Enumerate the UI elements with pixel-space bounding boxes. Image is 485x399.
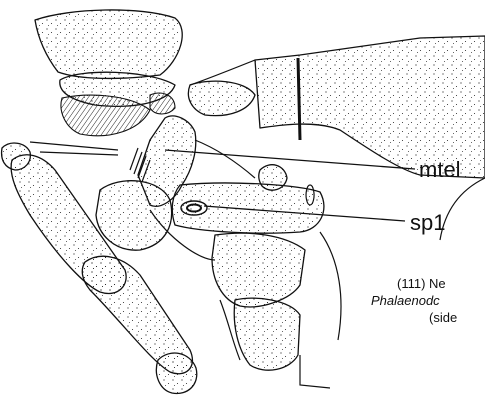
right-outline-lower (320, 232, 341, 340)
thorax-outline-right (440, 178, 485, 240)
notum-suture (298, 58, 300, 140)
membrane-fold-1 (195, 140, 255, 178)
small-lobe (259, 165, 287, 190)
caption-line-2: Phalaenodc (371, 293, 440, 308)
caption-line-1: (111) Ne (397, 276, 446, 291)
upper-sclerite (188, 81, 255, 115)
antenna-line (30, 142, 118, 150)
antenna-line-2 (40, 152, 118, 155)
hind-leg-segment (234, 298, 300, 370)
upper-coxa (96, 181, 172, 250)
label-mtel: mtel (419, 157, 461, 183)
hind-coxa (212, 233, 305, 307)
pronotum-plate (35, 10, 182, 79)
caption-line-3: (side (429, 310, 457, 325)
hatched-membrane-small (150, 93, 175, 114)
central-sclerite (172, 183, 324, 233)
front-leg-tibia (2, 143, 31, 170)
lower-outline (300, 355, 330, 388)
label-sp1: sp1 (410, 210, 445, 236)
middle-leg-knee (156, 353, 196, 393)
